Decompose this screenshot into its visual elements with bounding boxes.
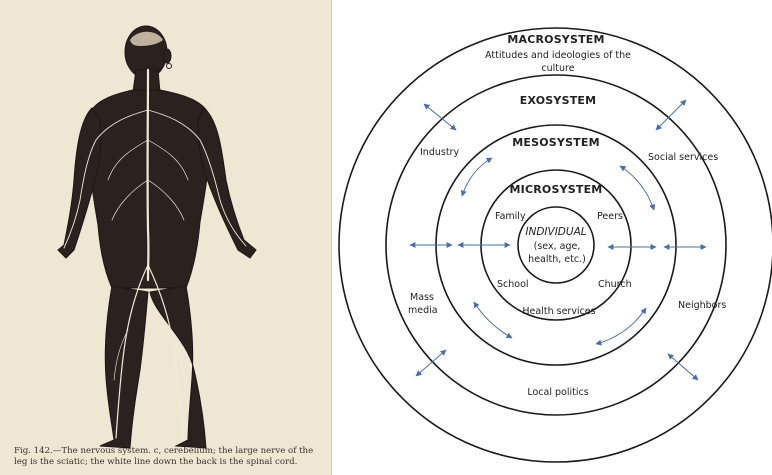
microsystem-item-school: School xyxy=(497,279,529,290)
arrow-curve-lower-right xyxy=(596,308,646,344)
microsystem-item-family: Family xyxy=(495,211,526,222)
nervous-system-illustration: Fig. 142.—The nervous system. c, cerebel… xyxy=(0,0,332,475)
microsystem-item-church: Church xyxy=(598,279,632,290)
ecological-systems-diagram: MACROSYSTEM Attitudes and ideologies of … xyxy=(334,0,772,475)
microsystem-item-health-services: Health services xyxy=(522,306,595,317)
exosystem-item-social-services: Social services xyxy=(648,152,718,163)
exosystem-item-local-politics: Local politics xyxy=(527,387,588,398)
exosystem-item-neighbors: Neighbors xyxy=(678,300,726,311)
human-figure-drawing xyxy=(0,0,332,475)
caption-line-1: Fig. 142.—The nervous system. c, cerebel… xyxy=(14,446,324,457)
arrow-curve-upper-left xyxy=(462,158,492,196)
exosystem-item-mass: Mass xyxy=(410,292,434,303)
exosystem-item-media: media xyxy=(408,305,438,316)
exosystem-item-industry: Industry xyxy=(420,147,459,158)
individual-line2: health, etc.) xyxy=(528,254,586,265)
arrow-curve-upper-right xyxy=(620,166,654,210)
arrow-curve-lower-left xyxy=(474,302,512,338)
macrosystem-subtitle-line2: culture xyxy=(541,63,574,74)
microsystem-title: MICROSYSTEM xyxy=(510,183,603,196)
individual-title: INDIVIDUAL xyxy=(525,226,586,238)
arrow-upper-left xyxy=(424,104,456,130)
figure-caption: Fig. 142.—The nervous system. c, cerebel… xyxy=(14,446,324,468)
individual-line1: (sex, age, xyxy=(534,241,581,252)
caption-line-2: leg is the sciatic; the white line down … xyxy=(14,457,324,468)
arrow-upper-right xyxy=(656,100,686,130)
macrosystem-subtitle-line1: Attitudes and ideologies of the xyxy=(485,50,631,61)
mesosystem-title: MESOSYSTEM xyxy=(512,136,600,149)
macrosystem-title: MACROSYSTEM xyxy=(507,33,604,46)
microsystem-item-peers: Peers xyxy=(597,211,623,222)
exosystem-title: EXOSYSTEM xyxy=(520,94,597,107)
arrow-lower-left xyxy=(416,350,446,376)
